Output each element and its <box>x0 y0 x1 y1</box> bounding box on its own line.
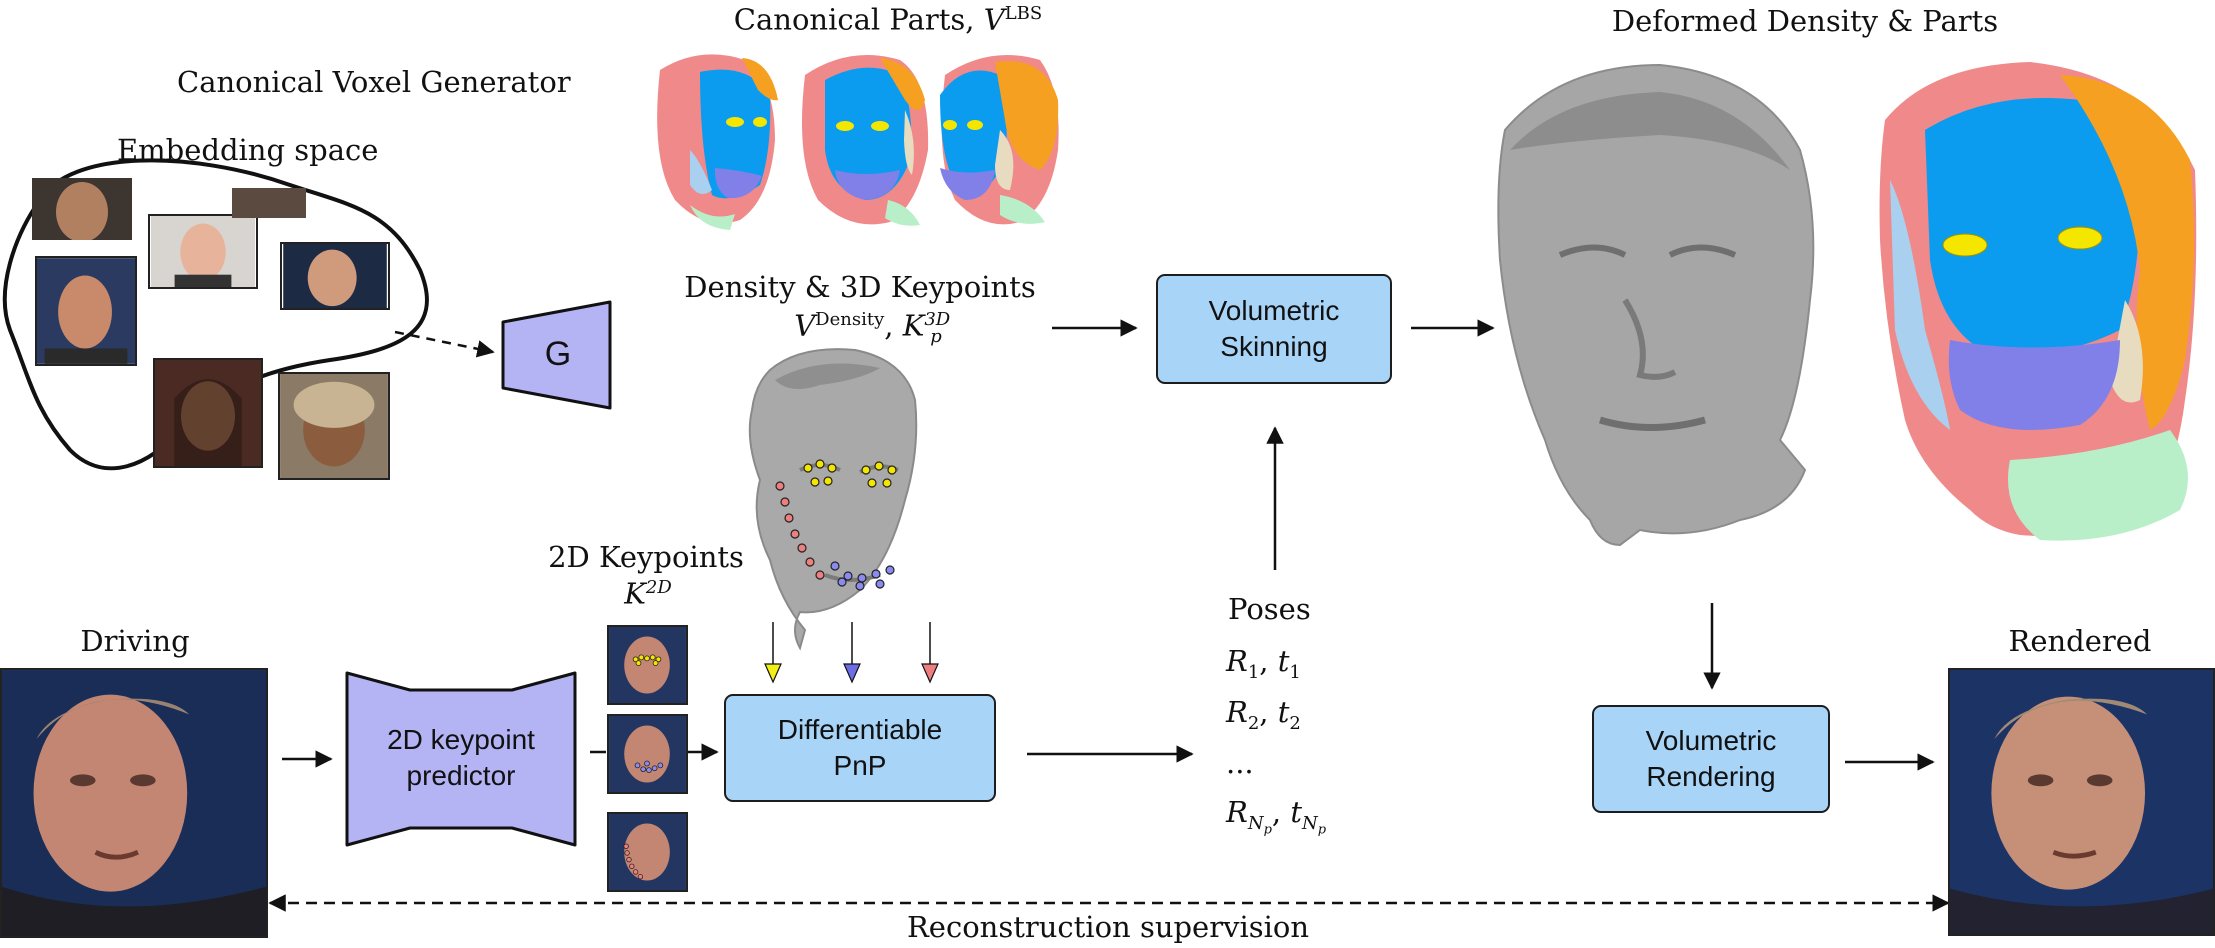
yellow-keypoint-arrow <box>764 622 782 684</box>
pnp-line1: Differentiable <box>777 713 943 745</box>
pose-rn-sub: N <box>1247 812 1264 834</box>
rendering-line2: Rendering <box>1646 761 1776 792</box>
predictor-shape <box>345 671 577 847</box>
embedding-space-label: Embedding space <box>117 133 379 167</box>
canonical-head-right <box>940 55 1059 225</box>
generator-shape <box>501 300 612 410</box>
generator-label: G <box>544 335 572 373</box>
pose-row-last: RNp, tNp <box>1226 795 1327 838</box>
canonical-head-left <box>657 54 778 230</box>
keypoints-2d-thumb-mouth <box>607 714 688 794</box>
pose-tn-subsub: p <box>1317 822 1327 838</box>
blue-3d-keypoints <box>830 561 895 591</box>
pose-r2-sub: 2 <box>1247 712 1260 734</box>
red-keypoint-arrow <box>921 622 939 684</box>
pose-rn-subsub: p <box>1263 822 1272 838</box>
keypoint-sub-p: p <box>930 326 942 348</box>
canonical-head-middle <box>801 55 929 226</box>
skinning-line1: Volumetric <box>1208 294 1340 326</box>
reconstruction-supervision-label: Reconstruction supervision <box>906 910 1310 944</box>
keypoint-sup-3d: 3D <box>924 309 951 330</box>
keypoints-2d-title: 2D Keypoints <box>548 540 744 574</box>
embedding-face-thumb <box>148 214 258 289</box>
pose-r2: R <box>1226 695 1248 729</box>
keypoints-2d-thumb-jaw <box>607 812 688 892</box>
pose-row-1: R1, t1 <box>1226 644 1301 683</box>
skinning-line2: Skinning <box>1220 331 1328 362</box>
pose-tn-sub: N <box>1302 812 1318 834</box>
deformed-parts-head <box>1879 62 2197 541</box>
keypoints-2d-sup: 2D <box>645 577 672 598</box>
canonical-parts-title: Canonical Parts, VLBS <box>734 4 1042 37</box>
pose-t2-sub: 2 <box>1289 712 1301 734</box>
canonical-parts-symbol: V <box>983 2 1005 37</box>
density-keypoints-title: Density & 3D Keypoints <box>684 270 1036 304</box>
predictor-line2: predictor <box>406 760 516 792</box>
deformed-density-title: Deformed Density & Parts <box>1611 4 1999 38</box>
volumetric-rendering-box: Volumetric Rendering <box>1592 705 1830 813</box>
deformed-density-mesh <box>1497 63 1815 547</box>
pose-t1-sub: 1 <box>1289 661 1301 683</box>
embedding-face-thumb <box>278 372 390 480</box>
driving-image <box>0 668 268 938</box>
keypoint-symbol-k: K <box>902 308 925 343</box>
pnp-line2: PnP <box>833 750 887 781</box>
embedding-face-thumb <box>32 178 132 240</box>
embedding-face-thumb <box>153 358 263 468</box>
poses-title: Poses <box>1228 592 1311 626</box>
keypoints-2d-k: K <box>624 576 646 611</box>
predictor-label: 2D keypoint predictor <box>387 722 535 795</box>
predictor-line1: 2D keypoint <box>387 724 535 755</box>
red-3d-keypoints <box>775 481 825 580</box>
canonical-parts-text: Canonical Parts, <box>733 2 984 37</box>
pose-t2: t <box>1277 695 1290 729</box>
keypoints-2d-symbol: K2D <box>624 578 672 611</box>
blue-keypoint-arrow <box>843 622 861 684</box>
pose-r1-sub: 1 <box>1247 661 1260 683</box>
rendered-image <box>1948 668 2215 936</box>
embedding-to-g-arrow <box>394 330 495 358</box>
driving-label: Driving <box>80 624 190 658</box>
volumetric-skinning-box: Volumetric Skinning <box>1156 274 1392 384</box>
pose-tn: t <box>1290 795 1303 829</box>
rendered-label: Rendered <box>2008 624 2152 658</box>
embedding-face-thumb <box>280 242 390 310</box>
pose-rn: R <box>1226 795 1248 829</box>
density-sup: Density <box>815 309 885 330</box>
density-keypoints-symbols: VDensity, K3Dp <box>794 308 951 348</box>
canonical-parts-superscript: LBS <box>1004 3 1043 24</box>
keypoints-2d-thumb-eyes <box>607 625 688 705</box>
rendering-line1: Volumetric <box>1645 724 1777 756</box>
pose-t1: t <box>1277 644 1290 678</box>
density-symbol-v: V <box>794 308 816 343</box>
yellow-3d-keypoints <box>803 459 897 488</box>
differentiable-pnp-box: Differentiable PnP <box>724 694 996 802</box>
embedding-face-thumb <box>232 188 306 218</box>
embedding-face-thumb <box>35 256 137 366</box>
pose-ellipsis: ... <box>1226 746 1254 780</box>
canonical-generator-title: Canonical Voxel Generator <box>177 65 571 99</box>
pose-r1: R <box>1226 644 1248 678</box>
pose-row-2: R2, t2 <box>1226 695 1301 734</box>
